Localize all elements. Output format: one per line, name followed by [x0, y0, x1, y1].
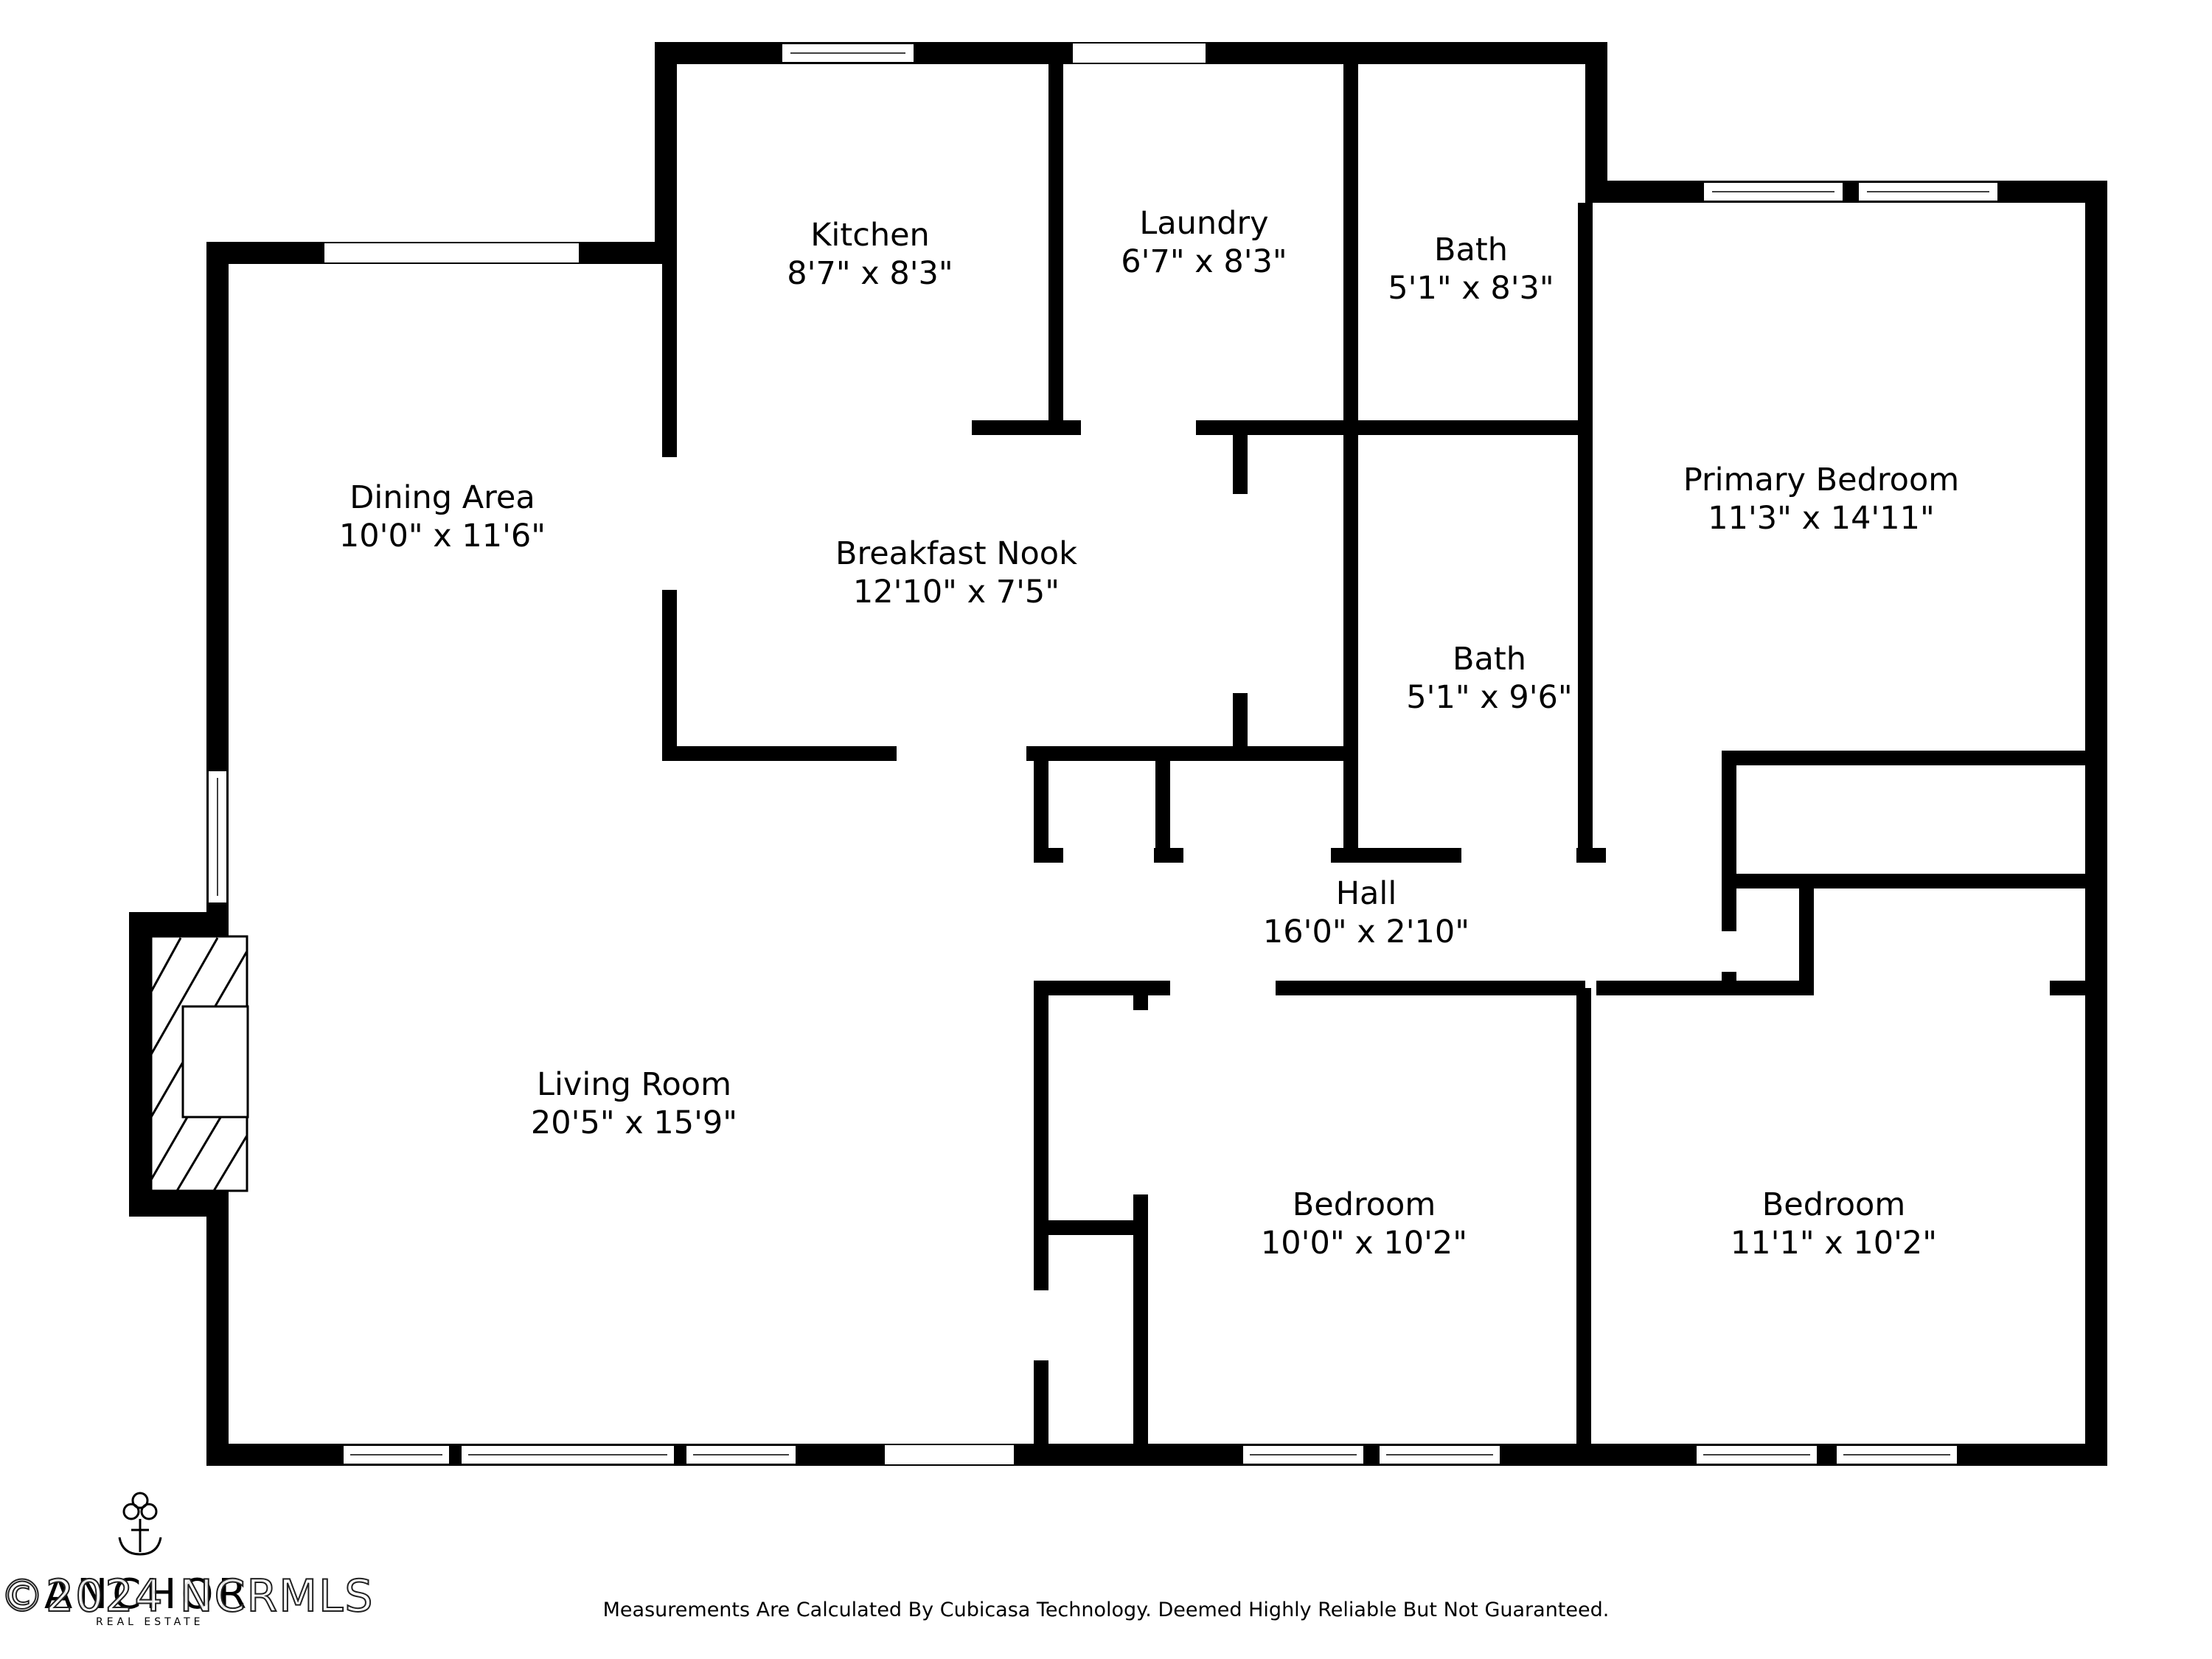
room-labels: Kitchen 8'7" x 8'3" Laundry 6'7" x 8'3" …: [339, 205, 1959, 1262]
room-label-breakfast-nook: Breakfast Nook: [835, 535, 1077, 572]
room-label-hall: Hall: [1336, 875, 1397, 912]
room-dims-kitchen: 8'7" x 8'3": [787, 255, 953, 292]
exterior-openings: [207, 43, 1999, 1465]
logo-wordmark: ANCHOR: [44, 1571, 251, 1618]
room-label-bath-2: Bath: [1453, 641, 1526, 678]
logo-tagline: REAL ESTATE: [96, 1616, 204, 1628]
room-dims-hall: 16'0" x 2'10": [1263, 914, 1470, 950]
room-label-living-room: Living Room: [537, 1066, 731, 1103]
room-label-primary-bedroom: Primary Bedroom: [1683, 462, 1959, 498]
room-label-laundry: Laundry: [1139, 205, 1268, 242]
room-label-bath: Bath: [1434, 232, 1508, 268]
room-label-bedroom-1: Bedroom: [1293, 1186, 1436, 1223]
room-label-dining-area: Dining Area: [349, 479, 535, 516]
room-dims-laundry: 6'7" x 8'3": [1121, 243, 1287, 280]
anchor-logo-icon: [118, 1492, 162, 1556]
room-dims-living-room: 20'5" x 15'9": [531, 1105, 737, 1141]
fireplace: [129, 912, 249, 1217]
room-label-kitchen: Kitchen: [810, 217, 930, 254]
room-dims-bath: 5'1" x 8'3": [1388, 270, 1554, 307]
room-dims-breakfast-nook: 12'10" x 7'5": [853, 574, 1060, 611]
mls-watermark: ©2024 NCRMLS: [0, 1570, 375, 1623]
room-dims-primary-bedroom: 11'3" x 14'11": [1708, 500, 1935, 537]
interior-walls: [662, 55, 2087, 1449]
room-dims-bedroom-1: 10'0" x 10'2": [1261, 1225, 1467, 1262]
room-dims-dining-area: 10'0" x 11'6": [339, 518, 546, 554]
room-dims-bedroom-2: 11'1" x 10'2": [1731, 1225, 1937, 1262]
room-label-bedroom-2: Bedroom: [1762, 1186, 1906, 1223]
room-dims-bath-2: 5'1" x 9'6": [1406, 679, 1572, 716]
disclaimer-text: Measurements Are Calculated By Cubicasa …: [602, 1599, 1610, 1621]
